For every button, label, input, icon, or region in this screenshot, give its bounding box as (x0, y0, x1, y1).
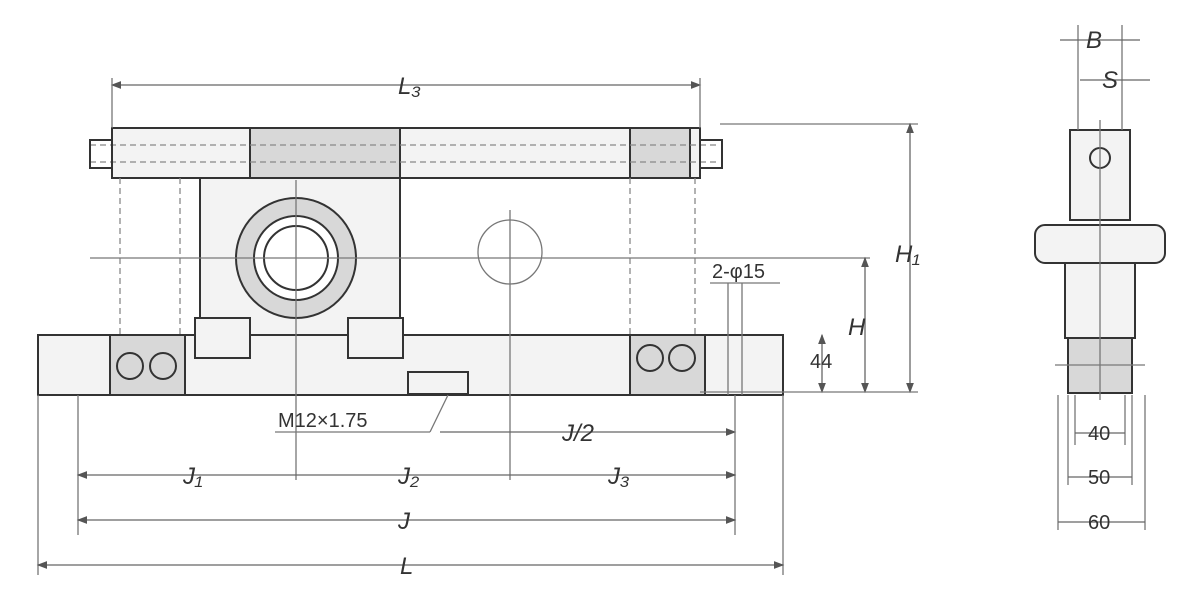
dim-J1: J₁ (182, 463, 203, 490)
top-frame (111, 127, 701, 179)
side-dimensions: B S 40 50 60 (1057, 25, 1150, 534)
left-end-block (109, 334, 186, 396)
dim-60: 60 (1088, 512, 1110, 534)
dim-J: J (397, 508, 411, 535)
dim-J2: J₂ (397, 463, 419, 490)
dim-J-half: J/2 (561, 420, 594, 447)
dim-L3: L₃ (398, 73, 421, 100)
dim-L: L (400, 553, 413, 580)
dim-50: 50 (1088, 467, 1110, 489)
dim-H1: H₁ (895, 241, 920, 268)
dim-B: B (1086, 27, 1102, 54)
dim-40: 40 (1088, 423, 1110, 445)
dimensions: L₃ H₁ H 44 2-φ15 M12×1.75 J/2 J₁ J₂ J₃ J… (36, 73, 920, 580)
dim-H: H (848, 314, 866, 341)
dim-S: S (1102, 67, 1118, 94)
dim-44: 44 (810, 351, 832, 373)
label-holes: 2-φ15 (712, 261, 765, 283)
side-view (1034, 120, 1166, 400)
dim-J3: J₃ (607, 463, 630, 490)
front-view (37, 127, 870, 480)
label-thread: M12×1.75 (278, 410, 368, 432)
